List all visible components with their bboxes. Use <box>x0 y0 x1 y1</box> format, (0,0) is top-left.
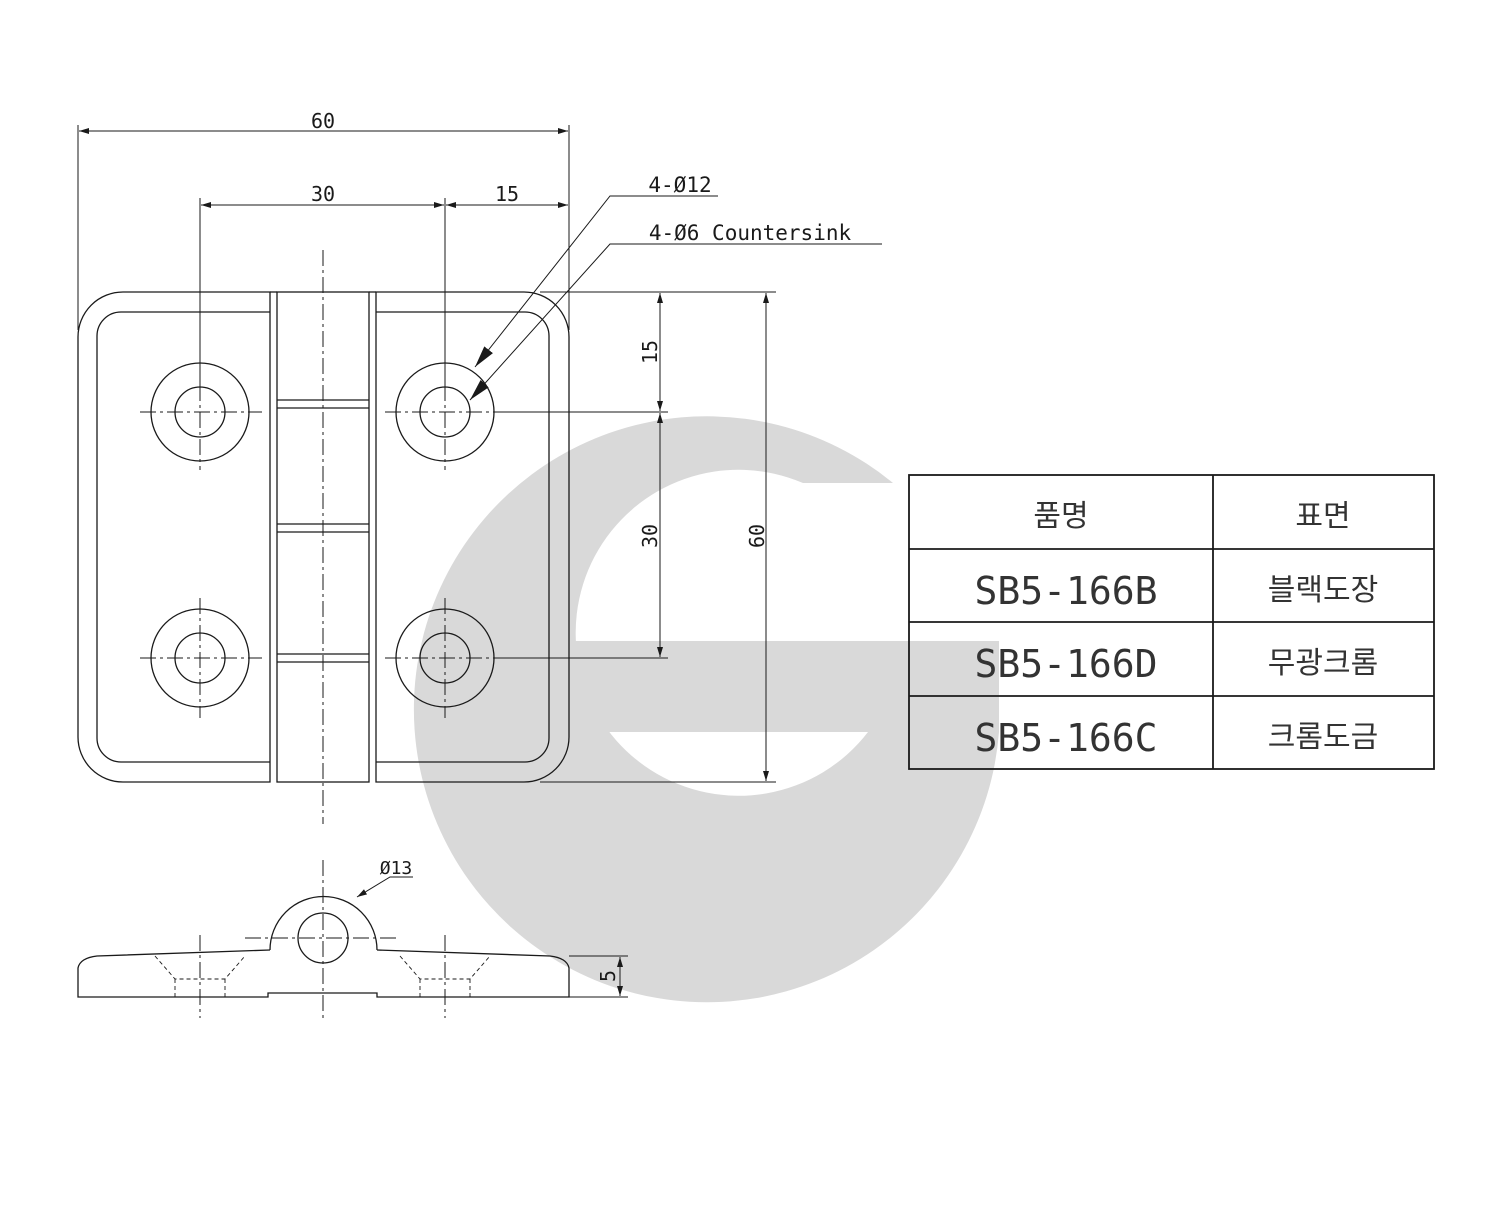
watermark-logo <box>413 416 999 1003</box>
callout-leaders <box>469 195 882 401</box>
dim-knuckle-diameter: Ø13 <box>380 858 413 879</box>
callout-countersink: 4-Ø6 Countersink <box>649 221 852 245</box>
dim-hole-edge-y: 15 <box>638 340 662 364</box>
callout-outer-hole: 4-Ø12 <box>648 173 711 197</box>
dimension-labels: 60 30 15 15 30 60 5 Ø13 4-Ø12 4-Ø6 Count… <box>311 109 852 982</box>
center-lines <box>140 250 508 824</box>
dim-thickness: 5 <box>596 970 620 982</box>
dim-total-height: 60 <box>745 524 769 548</box>
table-row-1-part: SB5-166B <box>974 569 1157 613</box>
table-row-2-surface: 무광크롬 <box>1268 646 1378 681</box>
dim-hole-pitch-x: 30 <box>311 182 335 206</box>
hinge-side-view <box>77 860 628 1020</box>
table-row-3-part: SB5-166C <box>974 716 1157 760</box>
watermark-bar <box>468 641 999 732</box>
dim-hole-pitch-y: 30 <box>638 524 662 548</box>
table-row-1-surface: 블랙도장 <box>1268 573 1378 608</box>
dim-hole-edge-x: 15 <box>495 182 519 206</box>
spec-table-grid <box>908 474 1435 770</box>
watermark-ring <box>413 416 999 1003</box>
spec-table: 품명 표면 SB5-166B 블랙도장 SB5-166D 무광크롬 SB5-16… <box>974 499 1378 760</box>
dimension-lines <box>77 125 776 783</box>
dim-top-width: 60 <box>311 109 335 133</box>
table-row-2-part: SB5-166D <box>974 642 1157 686</box>
table-row-3-surface: 크롬도금 <box>1268 720 1378 755</box>
table-header-surface: 표면 <box>1295 499 1350 534</box>
table-header-part: 품명 <box>1033 499 1088 534</box>
